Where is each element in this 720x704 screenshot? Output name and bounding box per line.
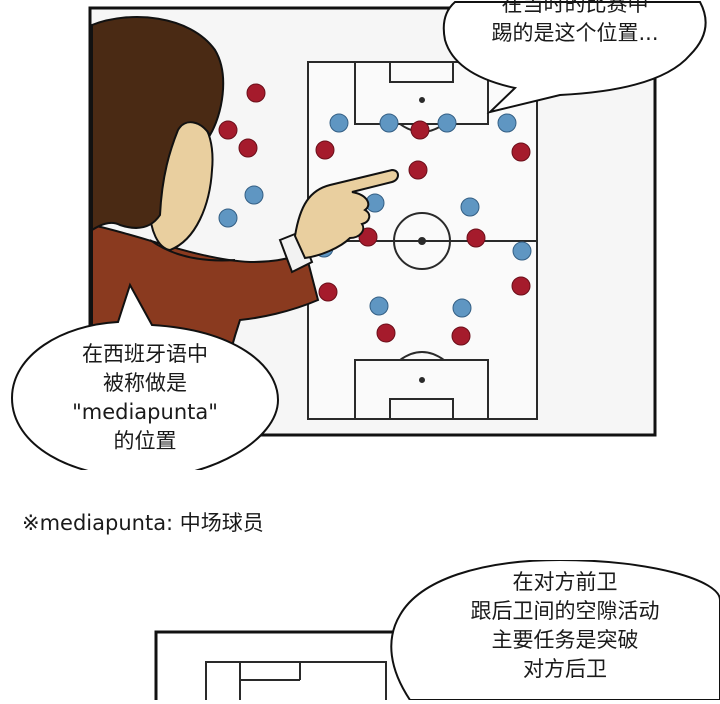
footnote: ※mediapunta: 中场球员 [22, 511, 264, 535]
speech-line: 在对方前卫 [512, 570, 618, 594]
speech-text-bottom-right: 在对方前卫 跟后卫间的空隙活动 主要任务是突破 对方后卫 [440, 568, 690, 684]
speech-balloon-bottom-right [390, 558, 720, 701]
speech-line: "mediapunta" [72, 400, 218, 424]
speech-line: 跟后卫间的空隙活动 [470, 599, 660, 623]
player-markers [218, 83, 532, 346]
red-team-markers [218, 83, 531, 346]
speech-line: 对方后卫 [523, 657, 607, 681]
comic-panel-top: 在当时的比赛中 踢的是这个位置... 在西班牙语中 被称做是 "mediapun… [10, 0, 707, 480]
speech-text-top-right: 在当时的比赛中 踢的是这个位置... [465, 0, 685, 48]
speech-balloon-top-right [442, 1, 707, 114]
tactics-board-edge [205, 661, 387, 704]
speech-line: 在西班牙语中 [82, 342, 208, 366]
comic-panel-bottom: 在对方前卫 跟后卫间的空隙活动 主要任务是突破 对方后卫 [0, 558, 720, 704]
speech-text-left: 在西班牙语中 被称做是 "mediapunta" 的位置 [40, 340, 250, 456]
speech-line: 踢的是这个位置... [491, 21, 659, 45]
blue-team-markers [218, 113, 532, 318]
speech-line: 被称做是 [103, 371, 187, 395]
speech-line: 主要任务是突破 [491, 628, 639, 652]
speech-line: 的位置 [113, 429, 177, 453]
panel-art-bottom [154, 558, 720, 704]
speech-line: 在当时的比赛中 [501, 0, 649, 16]
